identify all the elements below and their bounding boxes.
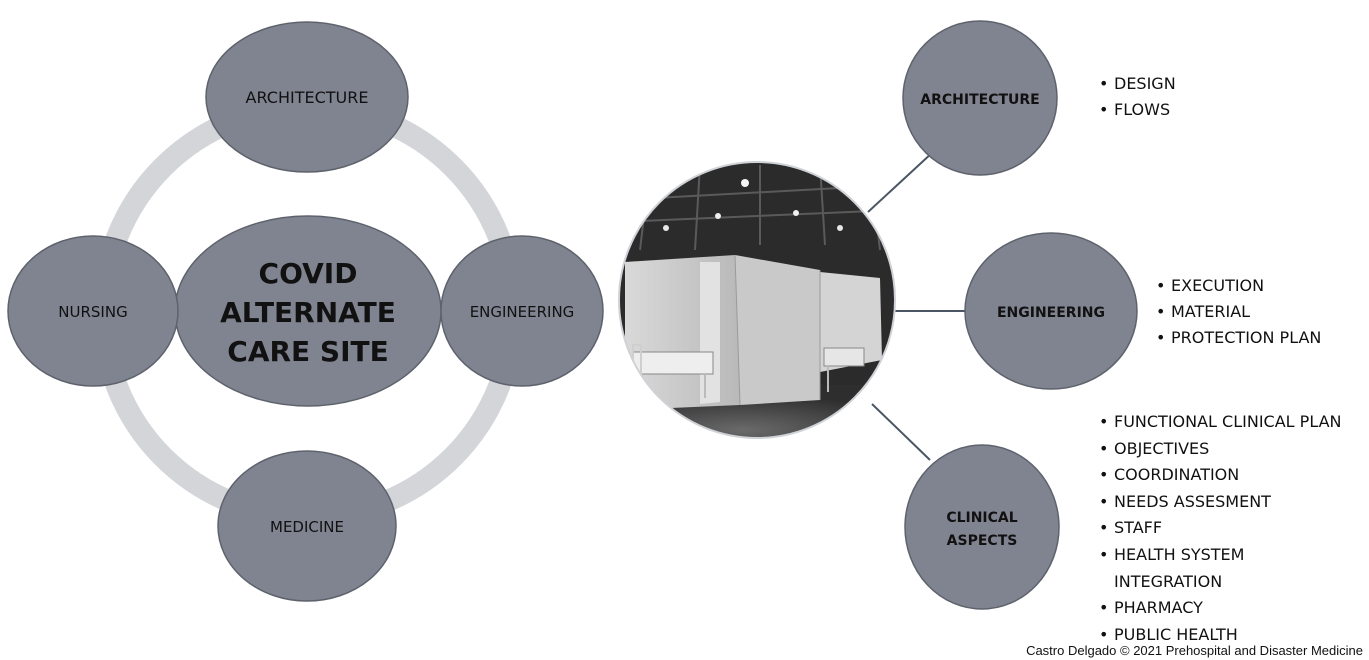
node-medicine [217,450,397,602]
branch-clinical-label-2: ASPECTS [947,533,1018,549]
architecture-bullet-list: DESIGN FLOWS [1099,74,1176,126]
list-item: MATERIAL [1156,302,1321,322]
node-engineering [440,235,604,387]
branch-engineering-label: ENGINEERING [997,305,1105,321]
clinical-bullet-list: FUNCTIONAL CLINICAL PLAN OBJECTIVES COOR… [1099,412,1342,651]
node-medicine-label: MEDICINE [270,518,344,536]
list-item: FUNCTIONAL CLINICAL PLAN [1099,412,1342,432]
branch-clinical-node [904,444,1060,610]
connector-clinical [871,403,931,461]
list-item: COORDINATION [1099,465,1342,485]
list-item: EXECUTION [1156,276,1321,296]
node-nursing-label: NURSING [58,303,127,321]
list-item: HEALTH SYSTEM [1099,545,1342,565]
list-item-continuation: INTEGRATION [1114,571,1223,591]
list-item: PROTECTION PLAN [1156,328,1321,348]
list-item: FLOWS [1099,100,1176,120]
node-architecture [205,21,409,173]
list-item: OBJECTIVES [1099,439,1342,459]
list-item: STAFF [1099,518,1342,538]
hospital-photo-frame [618,161,896,439]
branch-architecture-label: ARCHITECTURE [920,92,1039,108]
engineering-bullet-list: EXECUTION MATERIAL PROTECTION PLAN [1156,276,1321,354]
center-line-1: COVID [259,257,358,290]
center-line-3: CARE SITE [227,335,388,368]
branch-architecture-node [902,20,1058,176]
credit-line: Castro Delgado © 2021 Prehospital and Di… [1026,643,1363,658]
branch-clinical-label-1: CLINICAL [946,510,1017,526]
branch-engineering-node [964,232,1138,390]
list-item: PUBLIC HEALTH [1099,625,1342,645]
node-nursing [7,235,179,387]
list-item: DESIGN [1099,74,1176,94]
center-line-2: ALTERNATE [220,296,396,329]
list-item: PHARMACY [1099,598,1342,618]
hospital-photo [619,162,895,438]
list-item: NEEDS ASSESMENT [1099,492,1342,512]
node-engineering-label: ENGINEERING [470,303,575,321]
node-architecture-label: ARCHITECTURE [246,88,369,107]
